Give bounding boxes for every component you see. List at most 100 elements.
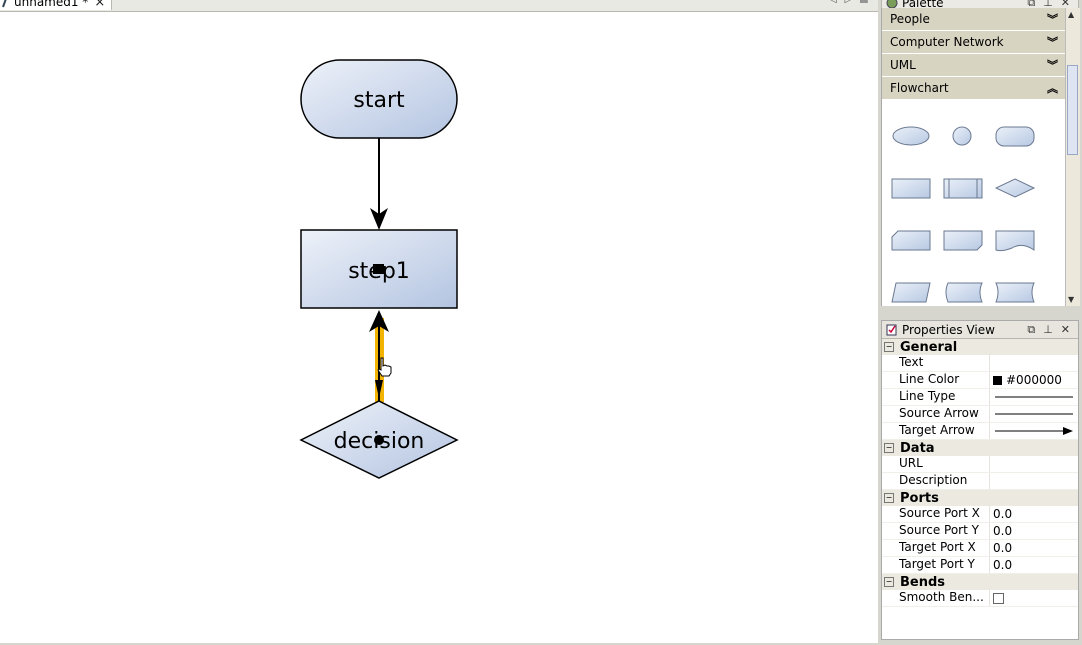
node-decision[interactable]: decision bbox=[299, 400, 459, 479]
chevron-down-icon[interactable]: ︾ bbox=[1047, 13, 1058, 26]
scroll-up-icon[interactable]: ▲ bbox=[1068, 10, 1075, 19]
prop-target-port-x[interactable]: Target Port X 0.0 bbox=[882, 540, 1078, 557]
shape-decision[interactable] bbox=[994, 178, 1036, 198]
prop-label: Line Type bbox=[882, 389, 990, 405]
shape-document[interactable] bbox=[995, 230, 1035, 252]
prop-label: Target Arrow bbox=[882, 423, 990, 439]
scroll-left-icon[interactable]: ◁ bbox=[829, 0, 837, 5]
category-label: UML bbox=[890, 58, 916, 72]
prop-source-port-y[interactable]: Source Port Y 0.0 bbox=[882, 523, 1078, 540]
section-title: General bbox=[900, 339, 958, 355]
chevron-down-icon[interactable]: ︾ bbox=[1047, 36, 1058, 49]
prop-url[interactable]: URL bbox=[882, 456, 1078, 473]
category-label: Flowchart bbox=[890, 81, 949, 95]
port-handle[interactable] bbox=[373, 264, 384, 274]
collapse-icon[interactable]: − bbox=[884, 493, 894, 503]
node-start-label: start bbox=[353, 88, 405, 113]
chevron-up-icon[interactable]: ︽ bbox=[1047, 82, 1058, 95]
color-value: #000000 bbox=[1006, 373, 1062, 387]
section-title: Ports bbox=[900, 490, 939, 506]
properties-panel: Properties View ⧉ ⊥ ✕ − General Text Lin… bbox=[881, 320, 1079, 640]
prop-target-port-y[interactable]: Target Port Y 0.0 bbox=[882, 557, 1078, 574]
prop-label: Target Port Y bbox=[882, 557, 990, 573]
prop-value[interactable] bbox=[990, 456, 1078, 472]
prop-label: URL bbox=[882, 456, 990, 472]
category-people[interactable]: People ︾ bbox=[882, 8, 1066, 31]
section-general[interactable]: − General bbox=[882, 339, 1078, 355]
edge-start-step1[interactable] bbox=[370, 138, 388, 230]
smooth-bends-checkbox[interactable] bbox=[993, 592, 1004, 604]
prop-value[interactable]: 0.0 bbox=[993, 541, 1013, 555]
chevron-down-icon[interactable]: ︾ bbox=[1047, 59, 1058, 72]
restore-icon[interactable]: ⧉ bbox=[1027, 322, 1036, 336]
prop-label: Text bbox=[882, 355, 990, 371]
prop-description[interactable]: Description bbox=[882, 473, 1078, 490]
prop-value-line-color[interactable]: #000000 bbox=[990, 372, 1078, 388]
prop-target-arrow[interactable]: Target Arrow bbox=[882, 423, 1078, 440]
node-step1[interactable]: step1 bbox=[300, 229, 458, 309]
shape-rectangle[interactable] bbox=[891, 178, 931, 199]
prop-label: Line Color bbox=[882, 372, 990, 388]
category-uml[interactable]: UML ︾ bbox=[882, 54, 1066, 77]
flowchart-shapes bbox=[882, 100, 1066, 306]
tab-close-icon[interactable]: × bbox=[94, 0, 106, 10]
prop-label: Source Port Y bbox=[882, 523, 990, 539]
category-flowchart[interactable]: Flowchart ︽ bbox=[882, 77, 1066, 100]
scroll-right-icon[interactable]: ▷ bbox=[844, 0, 852, 5]
shape-predefined-process[interactable] bbox=[943, 178, 983, 199]
prop-value[interactable]: 0.0 bbox=[993, 524, 1013, 538]
diagram-editor: unnamed1 * × ◁ ▷ ▤ bbox=[0, 0, 878, 643]
diagram-canvas[interactable]: start step1 decision bbox=[0, 12, 877, 642]
section-ports[interactable]: − Ports bbox=[882, 490, 1078, 506]
prop-source-arrow[interactable]: Source Arrow bbox=[882, 406, 1078, 423]
prop-line-color[interactable]: Line Color #000000 bbox=[882, 372, 1078, 389]
prop-smooth-bends[interactable]: Smooth Ben... bbox=[882, 590, 1078, 607]
prop-line-type[interactable]: Line Type bbox=[882, 389, 1078, 406]
close-icon[interactable]: ✕ bbox=[1060, 0, 1070, 9]
hand-cursor-icon bbox=[377, 357, 392, 377]
prop-source-port-x[interactable]: Source Port X 0.0 bbox=[882, 506, 1078, 523]
target-arrow-preview[interactable] bbox=[990, 423, 1078, 439]
pin-icon[interactable]: ⊥ bbox=[1043, 322, 1053, 336]
document-icon bbox=[2, 0, 7, 8]
prop-label: Smooth Ben... bbox=[882, 590, 990, 606]
properties-title: Properties View bbox=[902, 322, 995, 337]
shape-ellipse[interactable] bbox=[892, 126, 930, 146]
restore-icon[interactable]: ⧉ bbox=[1027, 0, 1036, 9]
collapse-icon[interactable]: − bbox=[884, 577, 894, 587]
port-handle[interactable] bbox=[374, 435, 384, 445]
prop-value[interactable]: 0.0 bbox=[993, 507, 1013, 521]
section-bends[interactable]: − Bends bbox=[882, 574, 1078, 590]
collapse-icon[interactable]: − bbox=[884, 342, 894, 352]
category-computer-network[interactable]: Computer Network ︾ bbox=[882, 31, 1066, 54]
close-icon[interactable]: ✕ bbox=[1060, 322, 1070, 336]
shape-manual-operation[interactable] bbox=[943, 230, 983, 251]
shape-circle[interactable] bbox=[952, 126, 972, 146]
prop-label: Target Port X bbox=[882, 540, 990, 556]
shape-card[interactable] bbox=[891, 230, 931, 251]
shape-rounded-rectangle[interactable] bbox=[995, 126, 1035, 147]
shape-stored-data[interactable] bbox=[945, 282, 983, 303]
prop-value[interactable]: 0.0 bbox=[993, 558, 1013, 572]
section-data[interactable]: − Data bbox=[882, 440, 1078, 456]
prop-label: Source Arrow bbox=[882, 406, 990, 422]
scroll-down-icon[interactable]: ▼ bbox=[1068, 295, 1075, 304]
scrollbar-thumb[interactable] bbox=[1067, 65, 1078, 155]
color-swatch bbox=[993, 375, 1002, 385]
edge-decision-step1-selected[interactable] bbox=[369, 310, 389, 402]
tab-list-icon[interactable]: ▤ bbox=[859, 0, 868, 5]
collapse-icon[interactable]: − bbox=[884, 443, 894, 453]
tab-unnamed1[interactable]: unnamed1 * × bbox=[0, 0, 113, 10]
category-label: Computer Network bbox=[890, 35, 1004, 49]
prop-value[interactable] bbox=[990, 355, 1078, 371]
shape-data[interactable] bbox=[891, 282, 931, 303]
prop-value[interactable] bbox=[990, 473, 1078, 489]
line-type-preview[interactable] bbox=[990, 389, 1078, 405]
palette-scrollbar[interactable]: ▲ ▼ bbox=[1065, 8, 1080, 306]
tab-controls: ◁ ▷ ▤ bbox=[830, 0, 868, 5]
shape-direct-data[interactable] bbox=[995, 282, 1035, 303]
prop-text[interactable]: Text bbox=[882, 355, 1078, 372]
source-arrow-preview[interactable] bbox=[990, 406, 1078, 422]
node-start[interactable]: start bbox=[300, 59, 458, 139]
pin-icon[interactable]: ⊥ bbox=[1043, 0, 1053, 9]
